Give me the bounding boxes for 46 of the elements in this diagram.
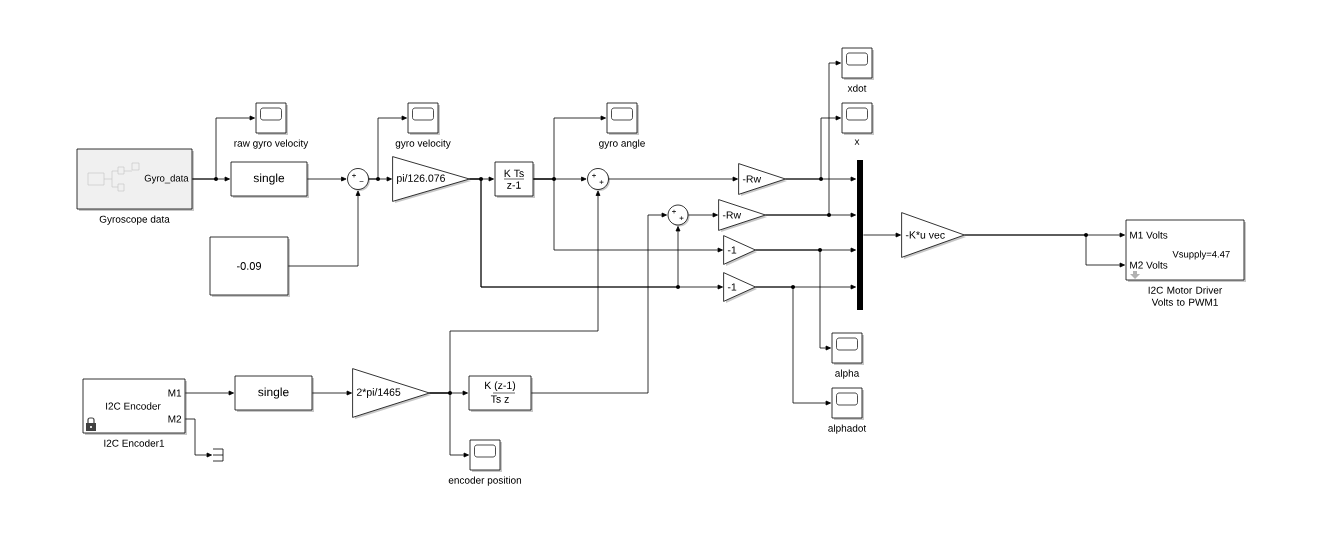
- block-label: x: [854, 139, 860, 145]
- arrow: [368, 176, 392, 182]
- block-label: raw gyro velocity: [234, 139, 309, 149]
- arrow: [531, 212, 667, 394]
- gain-triangle: -K*u vec: [901, 212, 966, 259]
- arrow: [533, 178, 723, 253]
- arrow: [307, 176, 347, 182]
- arrow: [755, 249, 831, 351]
- arrow: [785, 115, 841, 180]
- terminator-symbol: [212, 448, 224, 462]
- arrow: [288, 190, 361, 267]
- arrow: [755, 286, 831, 406]
- gain-triangle: pi/126.076: [392, 156, 471, 203]
- arrow: [608, 176, 738, 182]
- block: single: [234, 375, 314, 412]
- gain-triangle: -Rw: [718, 199, 767, 232]
- block-label: gyro angle: [599, 139, 645, 149]
- block-label: I2C Encoder1: [104, 439, 165, 447]
- arrow: [429, 190, 601, 394]
- gain-triangle: -1: [723, 235, 757, 266]
- arrow: [185, 418, 212, 458]
- arrow: [765, 60, 841, 216]
- block: single: [230, 161, 309, 198]
- block-label: I2C Motor Driver Volts to PWM1: [1148, 286, 1223, 306]
- block: -0.09: [209, 236, 290, 297]
- block-label: Gyroscope data: [99, 215, 170, 225]
- gain-triangle: 2*pi/1465: [352, 368, 431, 419]
- transfer-function-block: K (z-1) Ts z: [468, 375, 533, 412]
- gain-triangle: -Rw: [738, 163, 787, 196]
- block-label: alphadot: [828, 424, 867, 434]
- arrow: [863, 232, 901, 238]
- driver-block: M1 Volts M2 Volts Vsupply=4.47: [1125, 219, 1246, 282]
- gain-triangle: -1: [723, 272, 757, 303]
- arrow: [964, 234, 1125, 268]
- arrow: [469, 178, 681, 288]
- block-label: gyro velocity: [395, 139, 451, 149]
- arrow: [312, 390, 352, 396]
- transfer-function-block: K Ts z-1: [494, 161, 535, 198]
- block-label: alpha: [835, 369, 860, 379]
- block-label: encoder position: [448, 476, 521, 486]
- arrow: [192, 176, 230, 182]
- block-label: xdot: [847, 84, 867, 92]
- subsystem-block: Gyro_data: [76, 148, 194, 211]
- arrow: [185, 390, 234, 396]
- encoder-block: M1 I2C Encoder M2: [82, 378, 187, 435]
- arrow: [688, 212, 718, 218]
